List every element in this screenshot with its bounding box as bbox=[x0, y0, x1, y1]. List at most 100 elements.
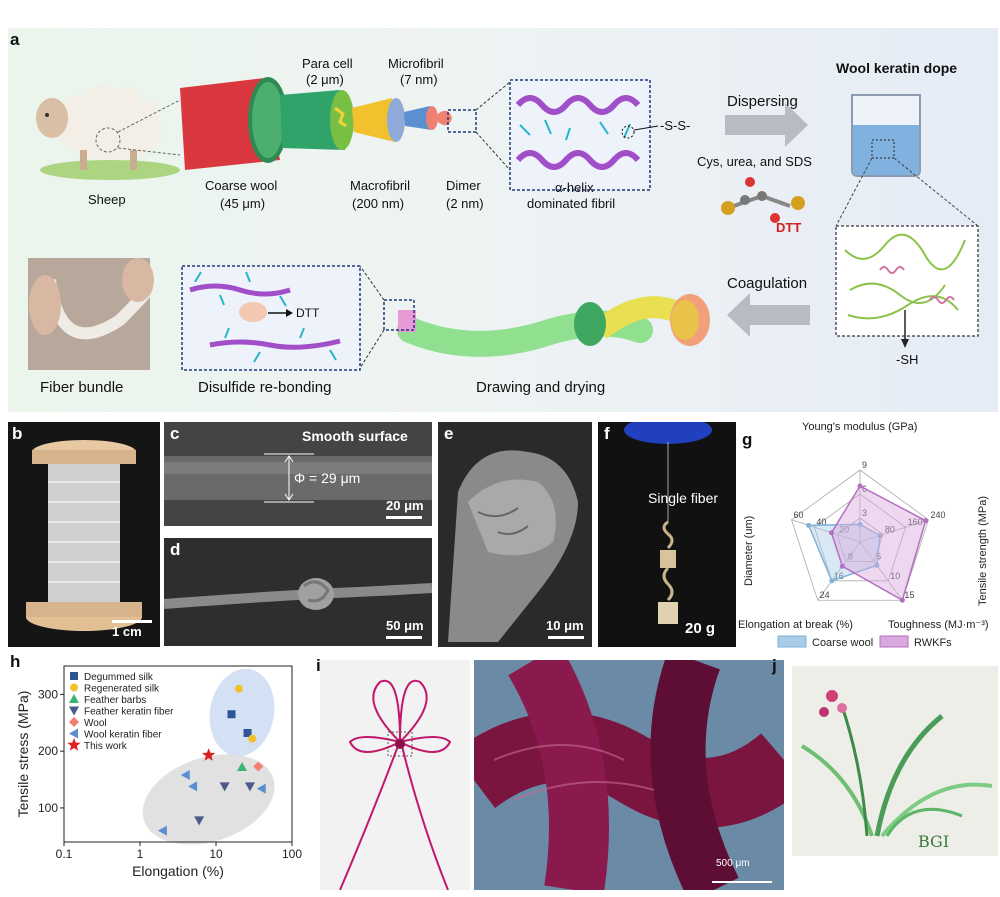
legend-label: Wool bbox=[84, 718, 107, 729]
embroidery-photo bbox=[792, 666, 998, 856]
x-tick-label: 10 bbox=[209, 847, 223, 861]
macrofibril-size-label: (200 nm) bbox=[352, 196, 405, 211]
panel-label-g: g bbox=[742, 430, 753, 449]
data-point-triangle-down bbox=[219, 782, 230, 792]
scale-label-e: 10 μm bbox=[546, 618, 584, 633]
radar-axis-name-modulus: Young's modulus (GPa) bbox=[802, 421, 917, 433]
data-point-triangle-left bbox=[157, 825, 167, 836]
dimer-size-label: (2 nm) bbox=[446, 196, 484, 211]
radar-tick-label: 60 bbox=[794, 510, 804, 520]
legend-marker bbox=[70, 683, 78, 692]
legend-marker bbox=[70, 672, 78, 680]
microfibril-size-label: (7 nm) bbox=[400, 72, 438, 87]
radar-axis-name-strength: Tensile strength (MPa) bbox=[977, 496, 989, 606]
data-point-triangle-down bbox=[244, 782, 255, 792]
bow-knot-photo bbox=[320, 660, 470, 890]
panel-label-a: a bbox=[10, 30, 20, 49]
radar-tick-label: 16 bbox=[834, 571, 844, 581]
radar-tick-label: 3 bbox=[862, 508, 867, 518]
embroidery-signature: BGI bbox=[918, 832, 950, 851]
data-point-diamond bbox=[253, 761, 264, 772]
radar-axis-line bbox=[817, 541, 861, 601]
diameter-label: Φ = 29 μm bbox=[294, 470, 361, 486]
panel-label-f: f bbox=[604, 424, 610, 443]
sh-label: -SH bbox=[896, 352, 919, 367]
radar-tick-label: 80 bbox=[885, 525, 895, 535]
para-cell-label: Para cell bbox=[302, 56, 353, 71]
data-point-triangle-down bbox=[194, 816, 205, 826]
radar-point bbox=[877, 533, 883, 539]
sem-cross-section bbox=[438, 422, 592, 647]
coarse-wool-label: Coarse wool bbox=[205, 178, 278, 193]
legend-label: Degummed silk bbox=[84, 672, 154, 683]
radar-axis-name-toughness: Toughness (MJ·m⁻³) bbox=[888, 619, 989, 631]
legend-swatch-rwkf bbox=[879, 635, 909, 648]
radar-tick-label: 10 bbox=[890, 571, 900, 581]
panel-label-h: h bbox=[10, 652, 21, 671]
x-tick-label: 1 bbox=[137, 847, 144, 861]
knot-microscopy-photo bbox=[474, 660, 784, 890]
wool-keratin-dope-title: Wool keratin dope bbox=[836, 60, 958, 76]
radar-tick-label: 5 bbox=[876, 551, 881, 561]
panel-label-i: i bbox=[316, 656, 321, 675]
legend-label: This work bbox=[84, 741, 128, 752]
panel-a-illustration bbox=[28, 77, 979, 371]
data-point-star bbox=[201, 748, 216, 761]
x-axis-label: Elongation (%) bbox=[132, 863, 224, 879]
data-point-triangle-left bbox=[256, 783, 266, 794]
panel-label-c: c bbox=[170, 424, 180, 443]
panel-label-d: d bbox=[170, 540, 181, 559]
panel-label-b: b bbox=[12, 424, 23, 443]
reagents-label: Cys, urea, and SDS bbox=[697, 154, 812, 169]
legend-label: Regenerated silk bbox=[84, 684, 160, 695]
radar-axis-name-diameter: Diameter (um) bbox=[743, 516, 755, 586]
drawing-drying-label: Drawing and drying bbox=[476, 379, 606, 396]
scale-label-i: 500 μm bbox=[716, 858, 750, 869]
radar-tick-label: 24 bbox=[820, 590, 830, 600]
radar-tick-label: 9 bbox=[862, 460, 867, 470]
radar-grid-ring bbox=[813, 493, 907, 582]
radar-grid-ring bbox=[836, 517, 884, 562]
y-tick-label: 100 bbox=[38, 801, 58, 815]
radar-axis-line bbox=[791, 519, 861, 543]
disulfide-rebonding-label: Disulfide re-bonding bbox=[198, 379, 332, 396]
legend-marker bbox=[69, 706, 79, 716]
scale-bar-b bbox=[112, 620, 152, 623]
radar-series-1 bbox=[830, 485, 927, 602]
sheep-illustration bbox=[36, 85, 180, 180]
radar-point bbox=[806, 522, 812, 528]
radar-tick-label: 40 bbox=[816, 517, 826, 527]
microfibril-label: Microfibril bbox=[388, 56, 444, 71]
zoom-lines-i bbox=[470, 660, 478, 890]
legend-marker bbox=[67, 738, 81, 751]
macrofibril-label: Macrofibril bbox=[350, 178, 410, 193]
dispersing-label: Dispersing bbox=[727, 93, 798, 110]
sem-knot bbox=[163, 538, 433, 646]
legend-label: Feather keratin fiber bbox=[84, 707, 174, 718]
scale-label-b: 1 cm bbox=[112, 624, 142, 639]
dimer-label: Dimer bbox=[446, 178, 481, 193]
scale-label-d: 50 μm bbox=[386, 618, 424, 633]
radar-axis-name-elongation: Elongation at break (%) bbox=[738, 619, 853, 631]
data-point-square bbox=[227, 710, 236, 719]
radar-tick-label: 20 bbox=[839, 525, 849, 535]
radar-point bbox=[899, 597, 905, 603]
disulfide-ss-label: -S-S- bbox=[660, 118, 691, 133]
weight-label: 20 g bbox=[685, 620, 716, 637]
scale-bar-c bbox=[386, 516, 422, 519]
cluster-silk bbox=[209, 668, 275, 757]
single-fiber-label: Single fiber bbox=[648, 490, 719, 506]
data-point-circle bbox=[248, 734, 257, 743]
data-point-triangle-up bbox=[237, 762, 248, 772]
cluster-keratin bbox=[142, 754, 275, 845]
data-point-triangle-left bbox=[180, 770, 190, 781]
coarse-wool-size-label: (45 μm) bbox=[220, 196, 266, 211]
sem-smooth-surface bbox=[164, 422, 432, 526]
y-tick-label: 200 bbox=[38, 744, 58, 758]
fiber-bundle-label: Fiber bundle bbox=[40, 379, 124, 396]
data-point-square bbox=[243, 728, 252, 737]
sheep-label: Sheep bbox=[88, 192, 126, 207]
spool-photo bbox=[8, 422, 160, 647]
